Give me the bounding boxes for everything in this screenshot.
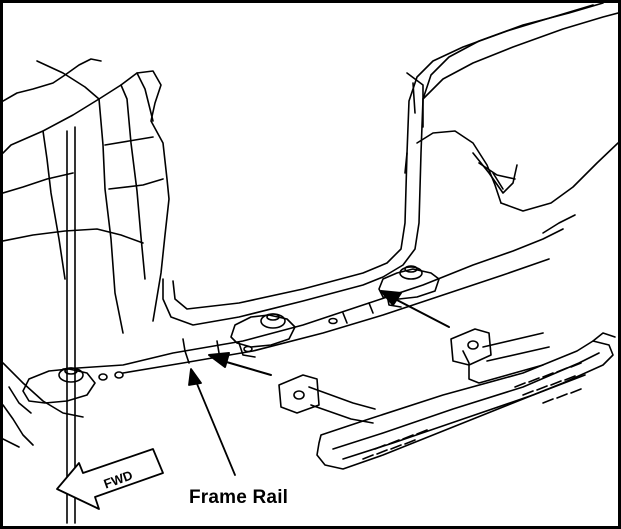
frame-rail-leader <box>189 369 235 475</box>
rocker-panel <box>63 229 563 373</box>
body-left-section <box>3 59 169 523</box>
mount-bracket-center <box>231 314 295 357</box>
door-opening-outline <box>163 3 603 325</box>
arrow-to-center-mount <box>209 353 271 375</box>
fwd-direction-arrow: FWD <box>57 449 163 509</box>
arrow-to-front-mount <box>381 291 449 327</box>
side-step-assembly <box>279 329 615 469</box>
frame-rail-label: Frame Rail <box>189 487 289 508</box>
mount-bracket-front <box>379 266 439 307</box>
mount-bracket-rear <box>23 368 123 403</box>
install-arrows <box>209 291 449 375</box>
lower-body-rear <box>3 363 83 447</box>
step-tread-pattern <box>363 363 581 459</box>
vehicle-step-installation-diagram: FWD <box>3 3 618 526</box>
front-fender <box>407 13 618 233</box>
